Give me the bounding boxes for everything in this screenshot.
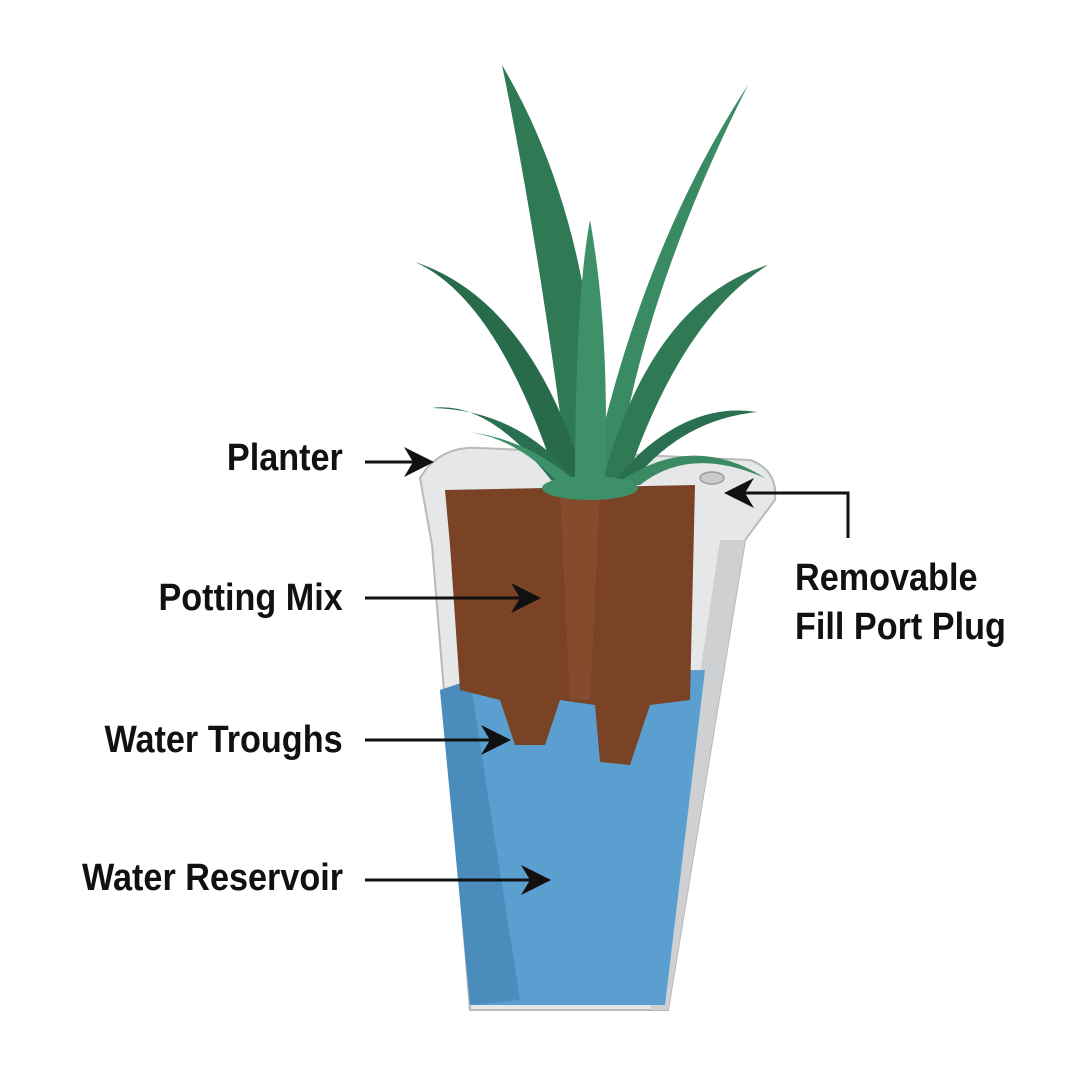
soil-highlight — [560, 495, 600, 700]
fill-port-plug — [699, 471, 725, 485]
label-water-reservoir: Water Reservoir — [81, 857, 343, 899]
fill-port-arrow — [724, 478, 850, 538]
water-shadow — [440, 680, 520, 1005]
label-planter: Planter — [227, 437, 343, 479]
label-water-troughs: Water Troughs — [104, 719, 343, 761]
label-fill-port-line2: Fill Port Plug — [795, 606, 1006, 648]
plant-leaves — [415, 65, 768, 500]
label-potting-mix: Potting Mix — [158, 577, 343, 619]
label-fill-port-line1: Removable — [795, 557, 978, 599]
